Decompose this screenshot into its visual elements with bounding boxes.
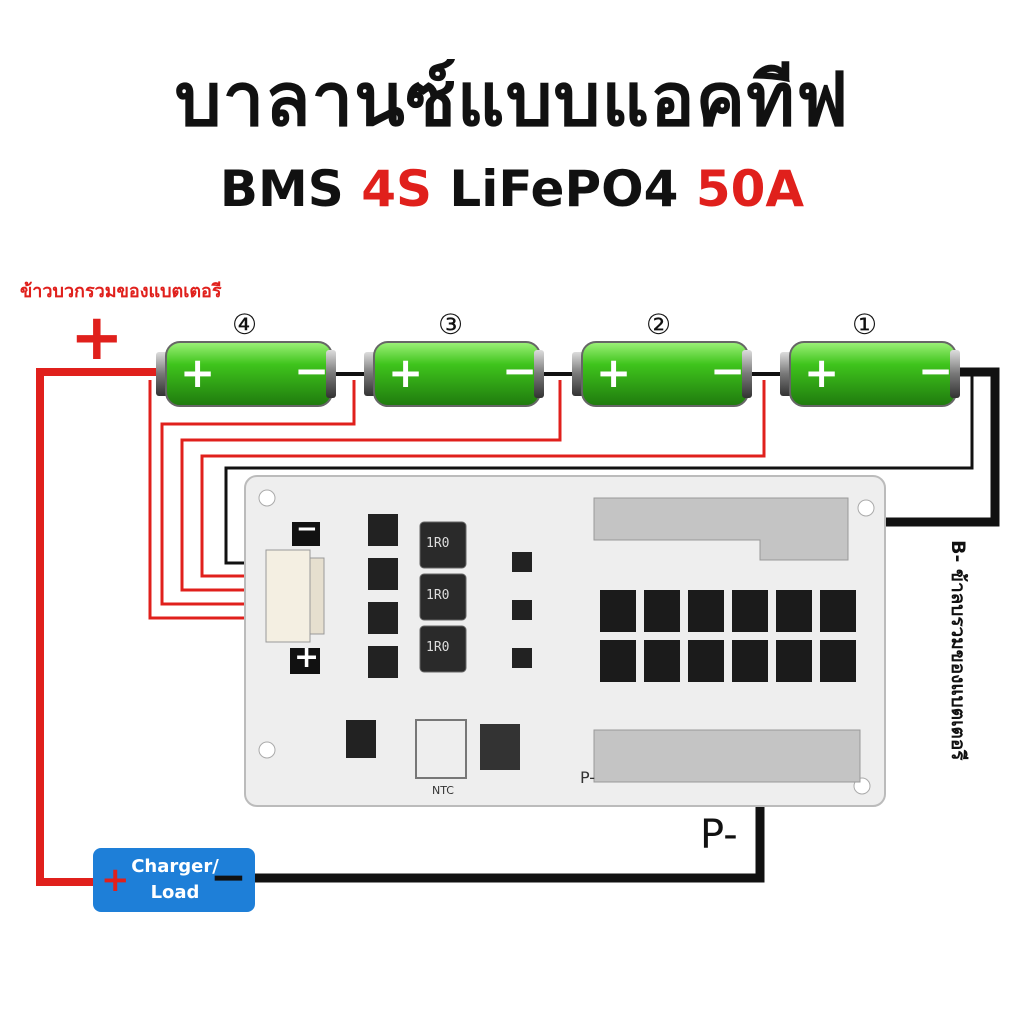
load-label-line2: Load xyxy=(150,882,200,903)
ntc-label: NTC xyxy=(432,784,454,797)
load-label-line1: Charger/ xyxy=(131,856,219,877)
cell-3-minus: − xyxy=(502,346,538,395)
b-minus-main-wire xyxy=(810,367,1000,527)
positive-sign: + xyxy=(70,301,124,375)
cell-1 xyxy=(780,341,960,407)
title: บาลานซ์แบบแอคทีฟ xyxy=(174,57,850,143)
cell-3 xyxy=(364,341,544,407)
balance-wire-4 xyxy=(200,380,766,578)
negative-terminal-label: B- ข้าลบรวมของแบตเตอรี xyxy=(947,540,969,761)
cell-2-minus: − xyxy=(710,346,746,395)
cell-3-plus: + xyxy=(388,348,424,397)
cell-1-plus: + xyxy=(804,348,840,397)
cell-1-minus: − xyxy=(918,346,954,395)
inductor-mark-3: 1R0 xyxy=(426,640,450,655)
subtitle-cells: 4S xyxy=(361,160,433,218)
board-p-minus-silk: P- xyxy=(580,768,596,787)
mosfet-array xyxy=(600,590,856,682)
board-plus-mark: + xyxy=(294,640,320,675)
load-label: Charger/ Load xyxy=(127,854,223,906)
balance-wire-1 xyxy=(148,380,290,620)
load-plus-sign: + xyxy=(101,860,130,900)
bms-board xyxy=(244,475,886,807)
balance-wire-3 xyxy=(180,380,562,592)
cell-4-minus: − xyxy=(294,346,330,395)
negative-terminal-label-wrap: B- ข้าลบรวมของแบตเตอรี xyxy=(945,540,975,800)
cell-4-plus: + xyxy=(180,348,216,397)
inductor-mark-2: 1R0 xyxy=(426,588,450,603)
charger-load-box: + Charger/ Load − xyxy=(93,848,255,912)
board-minus-mark: − xyxy=(296,514,318,544)
cell-2-number: ② xyxy=(646,308,672,341)
balance-wire-2 xyxy=(160,380,356,606)
cell-3-number: ③ xyxy=(438,308,464,341)
subtitle: BMS 4S LiFePO4 50A xyxy=(0,160,1024,218)
inductor-mark-1: 1R0 xyxy=(426,536,450,551)
cell-1-number: ① xyxy=(852,308,878,341)
cell-4 xyxy=(156,341,336,407)
load-minus-sign: − xyxy=(210,852,247,903)
p-minus-label: P- xyxy=(700,812,738,858)
cell-2-plus: + xyxy=(596,348,632,397)
cell-2 xyxy=(572,341,752,407)
subtitle-chemistry: LiFePO4 xyxy=(432,160,696,218)
positive-main-wire xyxy=(36,368,160,886)
positive-terminal-label: ข้าวบวกรวมของแบตเตอรี xyxy=(20,281,222,302)
subtitle-current: 50A xyxy=(695,160,805,218)
subtitle-prefix: BMS xyxy=(219,160,362,218)
cell-4-number: ④ xyxy=(232,308,258,341)
